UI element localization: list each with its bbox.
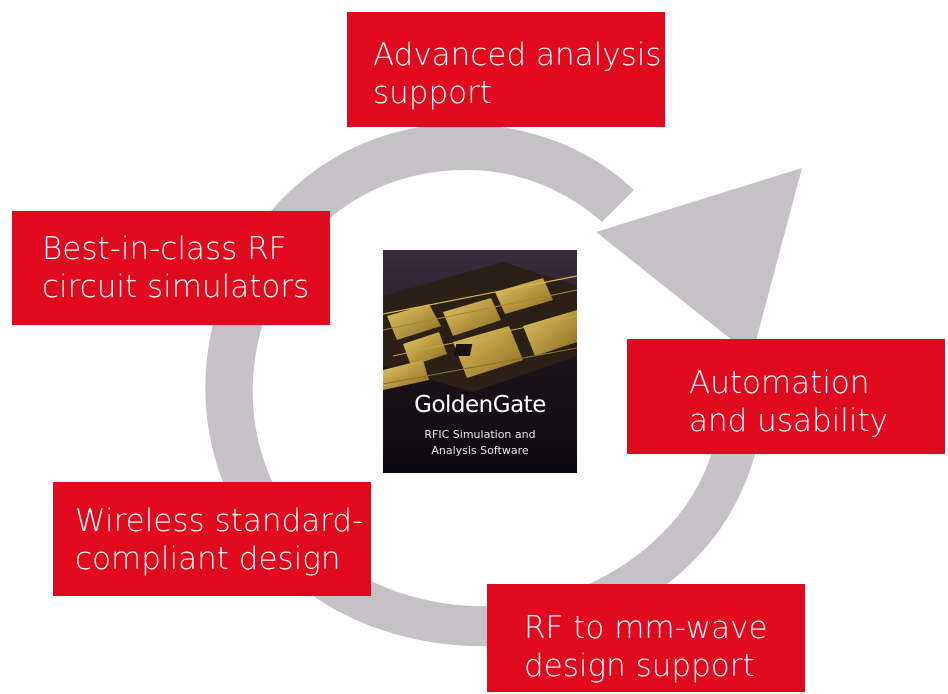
box-wireless-standard: Wireless standard- compliant design xyxy=(53,482,371,596)
box-label-line2: circuit simulators xyxy=(42,269,310,305)
box-label-line1: Wireless standard- xyxy=(75,503,364,539)
box-label-line1: Advanced analysis xyxy=(373,37,662,73)
box-rf-simulators: Best-in-class RF circuit simulators xyxy=(12,211,330,325)
box-label-line1: RF to mm-wave xyxy=(524,610,768,646)
product-subtitle-line2: Analysis Software xyxy=(431,444,529,457)
box-mm-wave: RF to mm-wave design support xyxy=(487,584,805,692)
product-name: GoldenGate xyxy=(414,392,546,418)
box-label-line2: design support xyxy=(524,648,755,684)
box-label-line2: support xyxy=(373,75,493,111)
goldengate-product-image: GoldenGate RFIC Simulation and Analysis … xyxy=(383,250,577,473)
chip-layout-icon xyxy=(383,250,577,473)
box-label-line1: Best-in-class RF xyxy=(42,231,287,267)
box-label-line2: compliant design xyxy=(75,541,341,577)
box-label-line1: Automation xyxy=(689,365,870,401)
box-advanced-analysis: Advanced analysis support xyxy=(347,12,665,127)
box-label-line2: and usability xyxy=(689,403,888,439)
cycle-arrowhead xyxy=(596,168,802,356)
product-subtitle-line1: RFIC Simulation and xyxy=(424,428,536,441)
box-automation: Automation and usability xyxy=(627,339,945,454)
